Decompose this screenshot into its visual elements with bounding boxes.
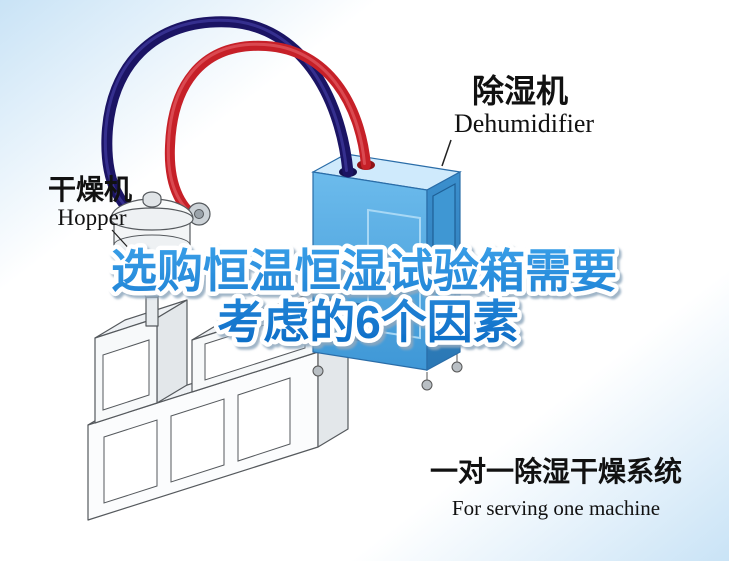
caption-zh: 一对一除湿干燥系统 bbox=[430, 455, 682, 487]
dehumidifier-label-en: Dehumidifier bbox=[454, 109, 594, 138]
extruder-machine bbox=[87, 281, 365, 521]
hopper-lid bbox=[110, 207, 194, 231]
casters bbox=[312, 354, 463, 391]
feed-throat bbox=[145, 296, 159, 327]
dehumidifier-unit bbox=[311, 153, 463, 391]
machine-panel bbox=[103, 419, 158, 504]
machine-panel bbox=[170, 398, 225, 483]
hopper-assembly bbox=[110, 191, 211, 298]
door-handle bbox=[434, 259, 440, 265]
title-line-1: 选购恒温恒湿试验箱需要 bbox=[111, 245, 617, 297]
title-line-2: 考虑的6个因素 bbox=[217, 296, 519, 348]
pipes bbox=[101, 16, 371, 227]
caption-en: For serving one machine bbox=[452, 496, 660, 520]
dryer-label-en: Hopper bbox=[58, 205, 127, 230]
loader-motor-hub bbox=[194, 209, 204, 219]
vent-louvers bbox=[319, 297, 367, 343]
front-panel-trim bbox=[367, 208, 421, 340]
dehumidifier-leader-line bbox=[441, 139, 452, 167]
dehumidifier-label-zh: 除湿机 bbox=[472, 73, 568, 109]
dryer-label-zh: 干燥机 bbox=[48, 174, 132, 205]
gearbox-right bbox=[156, 299, 188, 404]
red-pipe-highlight bbox=[166, 42, 366, 220]
hopper-rim bbox=[113, 234, 191, 256]
hopper-leader-line bbox=[111, 229, 135, 255]
lid-knob bbox=[142, 191, 162, 208]
machine-panel bbox=[237, 377, 291, 462]
machine-upper-box-panel bbox=[204, 311, 306, 381]
main-title: 选购恒温恒湿试验箱需要 考虑的6个因素 bbox=[107, 241, 622, 353]
blue-pipe-highlight bbox=[103, 18, 348, 221]
side-door bbox=[432, 182, 456, 344]
gearbox-panel bbox=[102, 339, 150, 411]
